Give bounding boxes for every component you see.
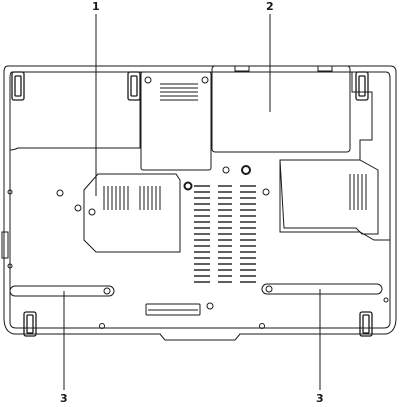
screw <box>183 181 193 191</box>
case-outline <box>3 65 397 341</box>
screw <box>262 188 270 196</box>
central-vent <box>194 185 256 283</box>
screw <box>259 323 265 329</box>
screw <box>241 165 251 175</box>
screw <box>56 189 64 197</box>
screw <box>206 302 214 310</box>
side-connector <box>1 231 9 259</box>
callout-2: 2 <box>266 0 274 13</box>
battery-latch-left <box>234 65 250 72</box>
screw <box>383 297 389 303</box>
callout-3-left: 3 <box>60 392 68 405</box>
top-vent <box>160 83 198 101</box>
screw <box>99 323 105 329</box>
battery-pack <box>211 65 351 153</box>
screw <box>222 166 230 174</box>
top-cover <box>140 71 212 171</box>
memory-vent <box>103 186 161 210</box>
right-vent <box>349 174 367 210</box>
callout-3-right: 3 <box>316 392 324 405</box>
docking-connector <box>145 303 201 316</box>
screw <box>74 204 82 212</box>
battery-bay <box>9 72 141 151</box>
battery-latch-right <box>317 65 333 72</box>
memory-cover <box>83 173 181 253</box>
screw <box>7 189 13 195</box>
callout-1: 1 <box>92 0 100 13</box>
right-bay <box>279 159 379 235</box>
rubber-foot-right <box>261 283 383 295</box>
corner-foot <box>11 71 373 337</box>
screw <box>7 263 13 269</box>
battery-bay-right <box>279 72 390 241</box>
rubber-foot-left <box>9 285 115 297</box>
case-inner-rim <box>9 71 391 329</box>
